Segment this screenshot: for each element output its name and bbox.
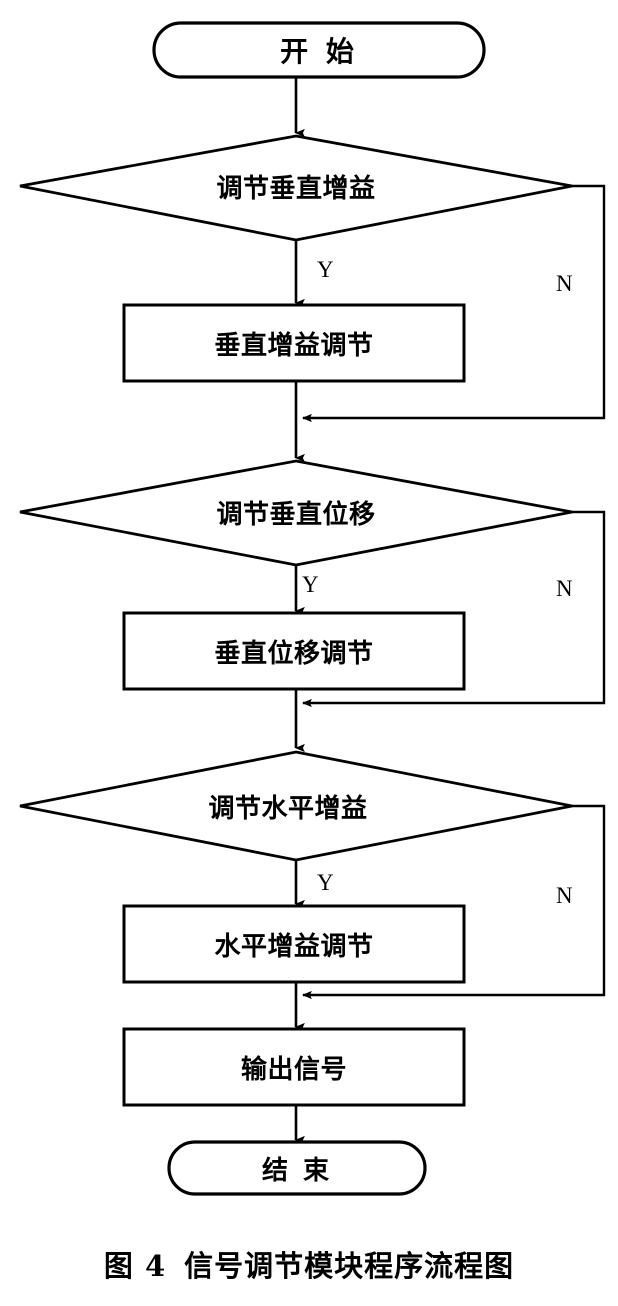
branch-label-yes-2: Y [302, 572, 319, 597]
edge-dec2-no-loop [302, 510, 606, 708]
node-end [167, 1140, 427, 1196]
node-process-3 [122, 904, 466, 984]
edge-dec1-no-loop [302, 184, 606, 423]
node-process-2 [122, 611, 466, 691]
figure-caption: 图 4 信号调节模块程序流程图 [0, 1243, 618, 1285]
branch-label-yes-1: Y [317, 257, 334, 282]
branch-label-no-2: N [556, 576, 573, 601]
node-start [152, 21, 486, 79]
node-output [122, 1027, 466, 1107]
node-process-1 [122, 303, 466, 383]
node-decision-3 [19, 750, 573, 862]
branch-label-no-3: N [556, 883, 573, 908]
branch-label-no-1: N [556, 271, 573, 296]
figure-caption-number: 图 4 [103, 1249, 167, 1283]
node-decision-2 [19, 459, 573, 567]
figure-caption-text: 信号调节模块程序流程图 [184, 1249, 515, 1283]
node-decision-1 [19, 134, 573, 242]
edge-dec3-no-loop [302, 804, 606, 1000]
branch-label-yes-3: Y [317, 870, 334, 895]
